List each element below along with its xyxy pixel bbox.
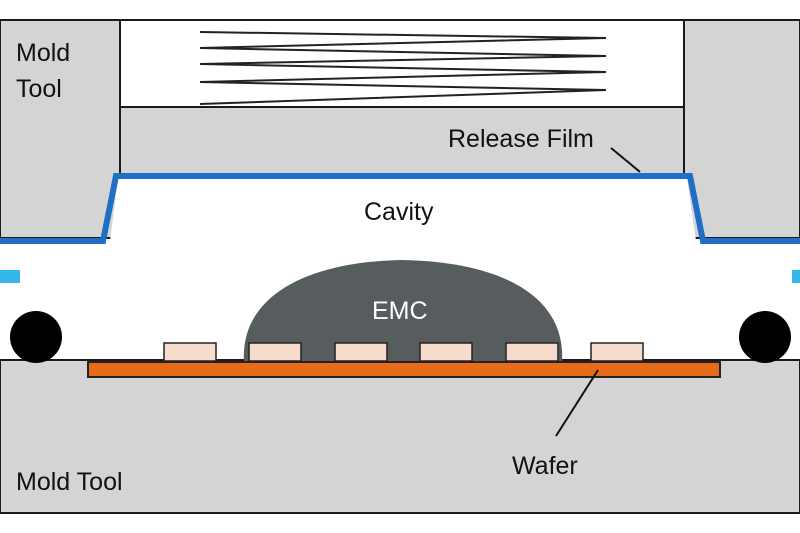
top-mold-tool xyxy=(0,19,800,239)
emc-label: EMC xyxy=(372,297,428,325)
spring-icon xyxy=(199,31,607,105)
cavity-area xyxy=(110,178,696,241)
mold-tool-top-label-line2: Tool xyxy=(16,75,62,103)
bottom-mold-tool xyxy=(0,359,800,514)
die xyxy=(419,342,473,362)
spring-compartment xyxy=(119,19,685,108)
die xyxy=(163,342,217,362)
emc-compound xyxy=(243,260,563,362)
die xyxy=(248,342,302,362)
cavity-label: Cavity xyxy=(364,198,434,226)
release-film-label: Release Film xyxy=(448,125,594,153)
vacuum-port-left xyxy=(0,270,20,283)
seal-right-icon xyxy=(739,311,791,363)
release-film-leader-line xyxy=(610,147,641,173)
mold-tool-top-label-line1: Mold xyxy=(16,39,70,67)
wafer-label: Wafer xyxy=(512,452,578,480)
die xyxy=(590,342,644,362)
die-array xyxy=(163,342,644,362)
top-mold-tool-left-body xyxy=(0,20,120,238)
top-mold-tool-right-body xyxy=(684,20,800,238)
die xyxy=(505,342,559,362)
vacuum-port-right xyxy=(792,270,800,283)
mold-tool-bottom-label: Mold Tool xyxy=(16,468,123,496)
seal-left-icon xyxy=(10,311,62,363)
plunger-block xyxy=(119,106,685,175)
release-film xyxy=(0,173,800,244)
die xyxy=(334,342,388,362)
wafer xyxy=(87,361,721,378)
wafer-leader-line xyxy=(555,369,599,437)
